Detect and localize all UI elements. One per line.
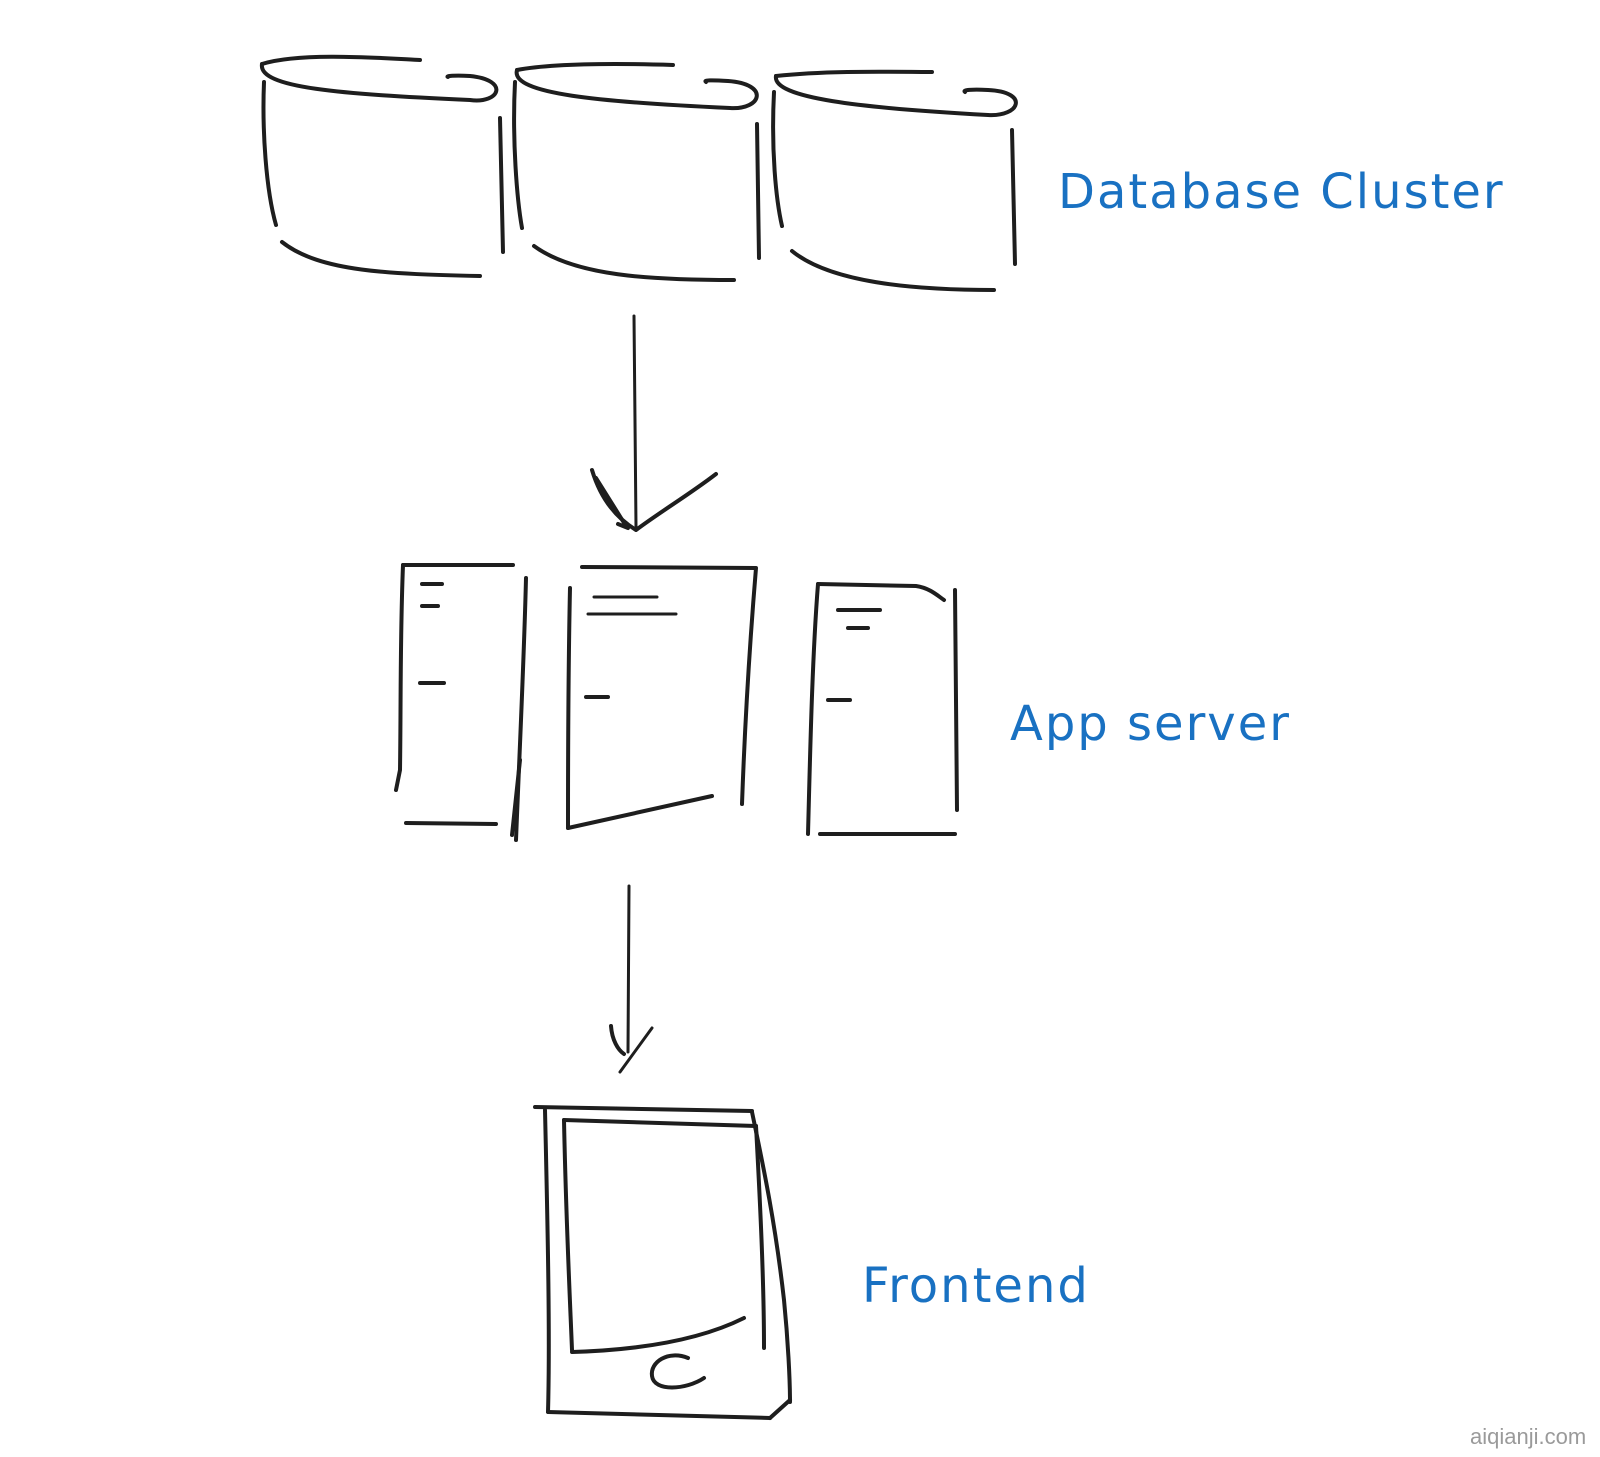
database-cylinder-icon [259, 54, 505, 278]
arrow-app-to-frontend [609, 884, 654, 1074]
database-cluster: Database Cluster [259, 54, 1505, 292]
arrow-db-to-app [590, 314, 718, 532]
app-server-label: App server [1010, 696, 1291, 752]
database-cluster-label: Database Cluster [1058, 164, 1505, 220]
frontend-label: Frontend [862, 1258, 1090, 1314]
server-tower-icon [806, 582, 959, 836]
frontend-group: Frontend [533, 1105, 1090, 1420]
server-tower-icon [566, 565, 758, 830]
app-server-group: App server [394, 563, 1291, 842]
watermark-text: aiqianji.com [1470, 1424, 1586, 1449]
database-cylinder-icon [512, 62, 761, 282]
tablet-device-icon [533, 1105, 792, 1420]
database-cylinder-icon [771, 69, 1018, 292]
server-tower-icon [394, 563, 528, 842]
